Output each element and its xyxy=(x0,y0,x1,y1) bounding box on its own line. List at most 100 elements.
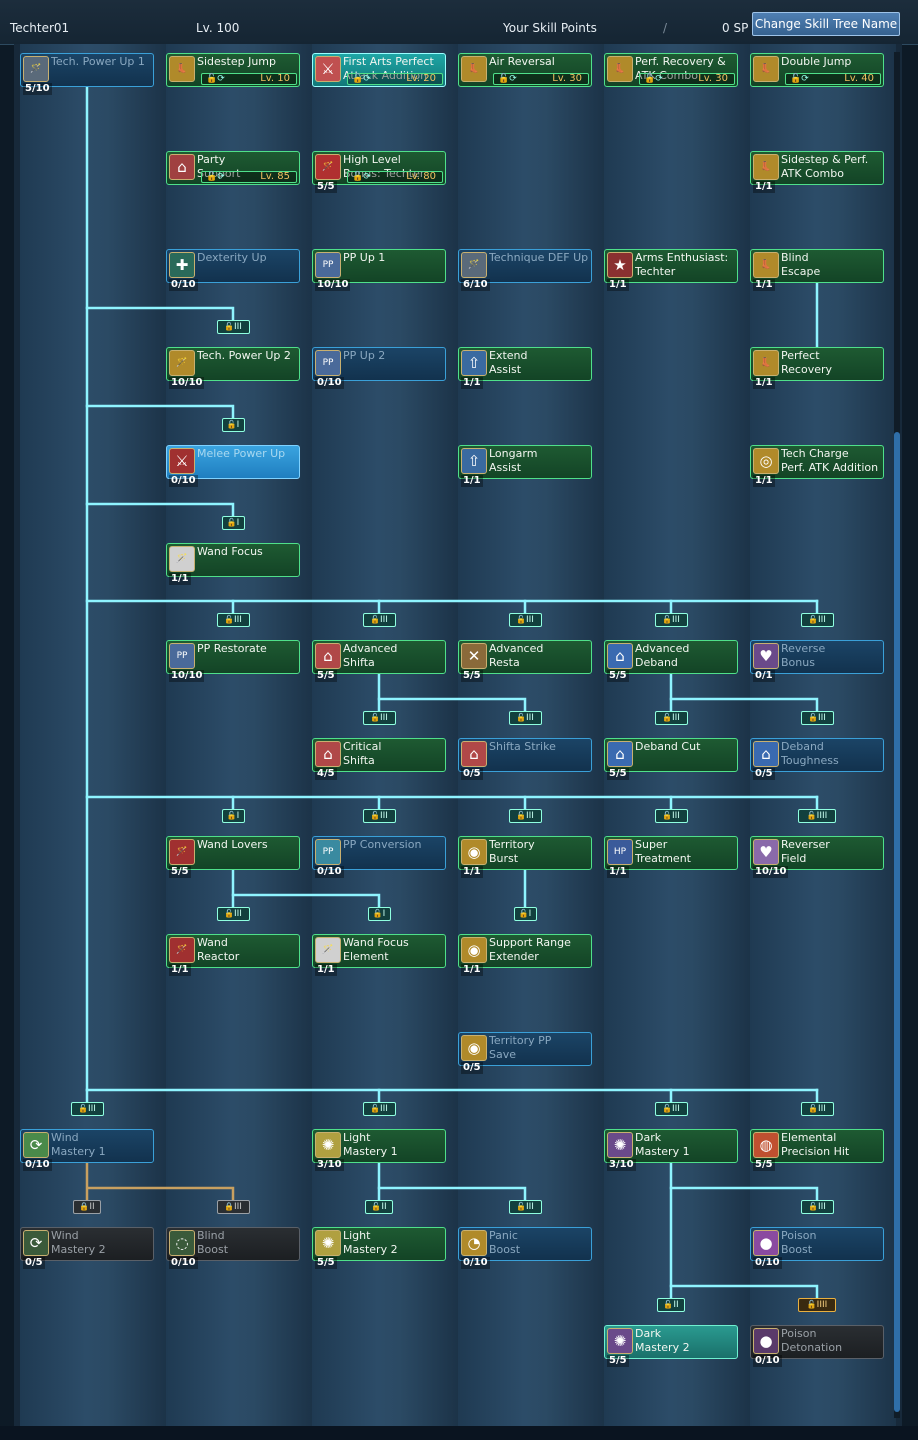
tier-numeral: III xyxy=(672,1104,680,1114)
skill-node-critical-shifta[interactable]: ⌂Critical Shifta 4/5 xyxy=(312,738,446,780)
unlock-icon: 🔓 xyxy=(662,811,672,820)
charge-icon: ◎ xyxy=(753,448,779,474)
tier-numeral: II xyxy=(673,1300,679,1310)
unlock-badge: 🔓I xyxy=(367,907,391,921)
unlock-badge: 🔓III xyxy=(362,1102,396,1116)
party-icon: ⌂ xyxy=(169,154,195,180)
skill-name: Longarm Assist xyxy=(489,447,538,474)
required-level: Lv. 40 xyxy=(844,73,874,84)
connector-line xyxy=(669,1284,819,1306)
skill-node-air-reversal[interactable]: 👢Air Reversal🔓⟳Lv. 30 xyxy=(458,53,592,87)
skill-node-double-jump[interactable]: 👢Double Jump🔓⟳Lv. 40 xyxy=(750,53,884,87)
skill-name: Critical Shifta xyxy=(343,740,382,767)
skill-name: Deband Cut xyxy=(635,740,701,753)
skill-level: 1/1 xyxy=(753,377,775,389)
unlock-icon: 🔓⟳ xyxy=(206,74,225,84)
required-level: Lv. 30 xyxy=(552,73,582,84)
scrollbar[interactable] xyxy=(894,52,900,1418)
skill-points-separator: / xyxy=(663,21,668,35)
unlock-badge: 🔓I xyxy=(221,809,245,823)
skill-name: Tech. Power Up 1 xyxy=(51,55,145,68)
skill-name: PP Up 2 xyxy=(343,349,386,362)
skill-level: 1/1 xyxy=(315,964,337,976)
skill-level: 4/5 xyxy=(315,768,337,780)
skill-name: Blind Boost xyxy=(197,1229,229,1256)
skill-node-first-arts[interactable]: ⚔First Arts Perfect Attack Addition🔓⟳Lv.… xyxy=(312,53,446,87)
shifta-icon: ⌂ xyxy=(461,741,487,767)
change-skill-tree-name-button[interactable]: Change Skill Tree Name xyxy=(752,12,900,36)
assist-icon: ⇧ xyxy=(461,350,487,376)
skill-name: Melee Power Up xyxy=(197,447,286,460)
unlock-icon: 🔓 xyxy=(808,615,818,624)
wand-icon: 🪄 xyxy=(169,350,195,376)
deband-icon: ⌂ xyxy=(607,643,633,669)
unlock-badge: 🔓III xyxy=(800,1200,834,1214)
unlock-badge: 🔓II xyxy=(657,1298,685,1312)
unlock-icon: 🔓 xyxy=(370,811,380,820)
unlock-icon: 🔓 xyxy=(516,713,526,722)
skill-name: Sidestep & Perf. ATK Combo xyxy=(781,153,869,180)
skill-node-longarm-assist[interactable]: ⇧Longarm Assist 1/1 xyxy=(458,445,592,487)
skill-level: 1/1 xyxy=(461,475,483,487)
shifta-icon: ⌂ xyxy=(315,741,341,767)
scrollbar-thumb[interactable] xyxy=(894,432,900,1412)
skill-node-perf-recovery-atk[interactable]: 👢Perf. Recovery & ATK Combo🔓⟳Lv. 30 xyxy=(604,53,738,87)
panic-icon: ◔ xyxy=(461,1230,487,1256)
territory-icon: ◉ xyxy=(461,839,487,865)
skill-name: Reverser Field xyxy=(781,838,830,865)
tier-numeral: III xyxy=(526,811,534,821)
pp-icon: PP xyxy=(315,252,341,278)
deband-icon: ⌂ xyxy=(607,741,633,767)
skill-level: 3/10 xyxy=(607,1159,636,1171)
unlock-icon: 🔓 xyxy=(806,1300,817,1309)
level-requirement: 🔓⟳Lv. 85 xyxy=(201,171,297,183)
boot-icon: 👢 xyxy=(607,56,633,82)
skill-node-party-support[interactable]: ⌂Party Support🔓⟳Lv. 85 xyxy=(166,151,300,185)
assist-icon: ⇧ xyxy=(461,448,487,474)
skill-node-sidestep-jump[interactable]: 👢Sidestep Jump🔓⟳Lv. 10 xyxy=(166,53,300,87)
